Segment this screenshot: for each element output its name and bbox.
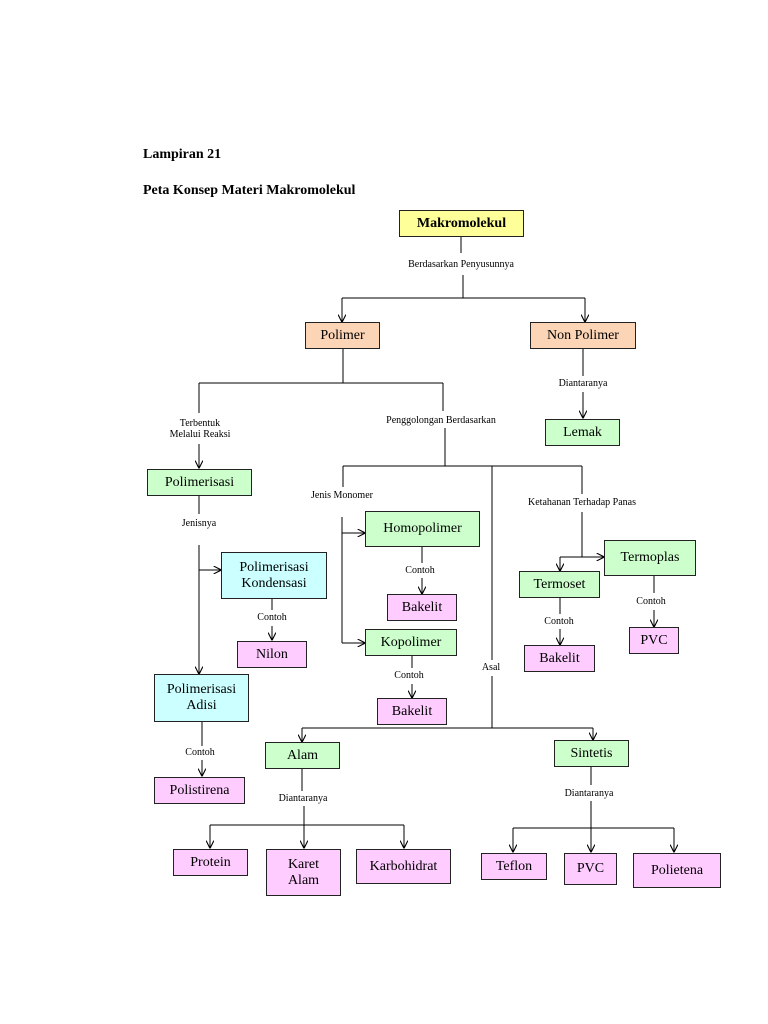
node-bakelit-kopolimer: Bakelit: [377, 698, 447, 725]
appendix-label: Lampiran 21: [143, 147, 222, 162]
node-homopolimer: Homopolimer: [365, 511, 480, 547]
node-makromolekul: Makromolekul: [399, 210, 524, 237]
node-kopolimer: Kopolimer: [365, 629, 457, 656]
page-title: Peta Konsep Materi Makromolekul: [143, 183, 356, 198]
node-karet-alam: Karet Alam: [266, 849, 341, 896]
label-asal: Asal: [481, 662, 501, 673]
label-diantaranya-sintetis: Diantaranya: [564, 788, 614, 799]
node-termoplas: Termoplas: [604, 540, 696, 576]
label-diantaranya-non-polimer: Diantaranya: [558, 378, 608, 389]
node-non-polimer: Non Polimer: [530, 322, 636, 349]
node-pvc-sintetis: PVC: [564, 853, 617, 885]
label-terbentuk-melalui-reaksi: Terbentuk Melalui Reaksi: [169, 418, 231, 440]
node-polimerisasi: Polimerisasi: [147, 469, 252, 496]
label-diantaranya-alam: Diantaranya: [278, 793, 328, 804]
node-lemak: Lemak: [545, 419, 620, 446]
label-berdasarkan-penyusunnya: Berdasarkan Penyusunnya: [408, 259, 514, 270]
label-contoh-kopolimer: Contoh: [394, 670, 424, 681]
node-termoset: Termoset: [519, 571, 600, 598]
label-jenis-monomer: Jenis Monomer: [311, 490, 373, 501]
node-polimerisasi-kondensasi: Polimerisasi Kondensasi: [221, 552, 327, 599]
node-polistirena: Polistirena: [154, 777, 245, 804]
label-contoh-termoset: Contoh: [544, 616, 574, 627]
label-jenisnya: Jenisnya: [181, 518, 217, 529]
node-karbohidrat: Karbohidrat: [356, 849, 451, 884]
label-ketahanan-terhadap-panas: Ketahanan Terhadap Panas: [528, 497, 636, 508]
node-bakelit-termoset: Bakelit: [524, 645, 595, 672]
node-alam: Alam: [265, 742, 340, 769]
node-nilon: Nilon: [237, 641, 307, 668]
label-contoh-termoplas: Contoh: [636, 596, 666, 607]
label-contoh-kondensasi: Contoh: [257, 612, 287, 623]
node-polimer: Polimer: [305, 322, 380, 349]
node-teflon: Teflon: [481, 853, 547, 880]
label-contoh-homopolimer: Contoh: [405, 565, 435, 576]
node-sintetis: Sintetis: [554, 740, 629, 767]
node-pvc-termoplas: PVC: [629, 627, 679, 654]
label-penggolongan-berdasarkan: Penggolongan Berdasarkan: [386, 415, 496, 426]
node-bakelit-homopolimer: Bakelit: [387, 594, 457, 621]
node-polietena: Polietena: [633, 853, 721, 888]
node-polimerisasi-adisi: Polimerisasi Adisi: [154, 674, 249, 722]
node-protein: Protein: [173, 849, 248, 876]
label-contoh-adisi: Contoh: [185, 747, 215, 758]
